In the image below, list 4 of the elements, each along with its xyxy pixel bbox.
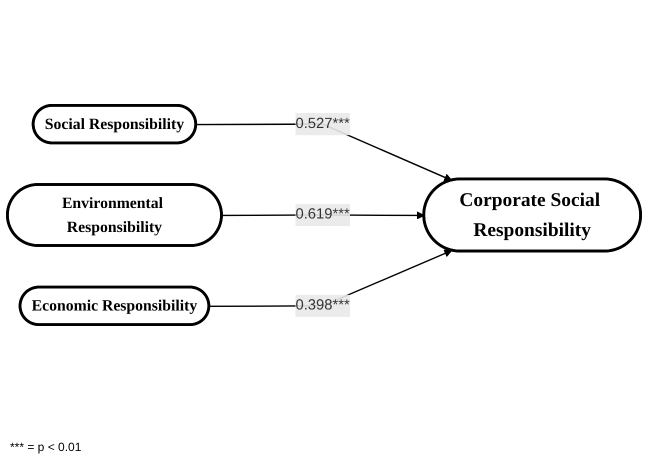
edge-label: 0.398*** xyxy=(295,298,350,314)
edge-label: 0.619*** xyxy=(295,206,350,222)
significance-note: *** = p < 0.01 xyxy=(10,440,82,454)
edge-label: 0.527*** xyxy=(295,116,350,132)
